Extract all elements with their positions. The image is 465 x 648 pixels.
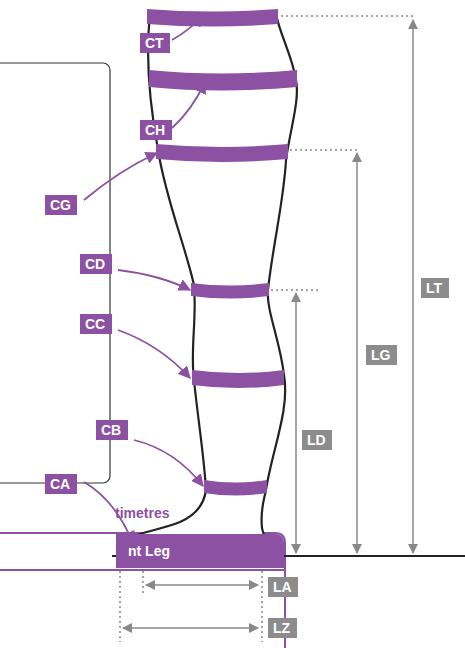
measure-tag: CH (140, 120, 172, 140)
measure-tag: CD (80, 254, 112, 274)
length-tag: LT (421, 278, 449, 298)
measure-tag: CC (80, 314, 112, 334)
length-tag: LG (366, 345, 397, 365)
measure-tag: CB (96, 420, 128, 440)
label-text: LT (426, 280, 444, 296)
length-tag: LD (302, 430, 332, 450)
leader-lines (84, 15, 205, 543)
label-text: LD (307, 432, 327, 448)
length-tag: LA (268, 577, 298, 597)
length-tag: LZ (268, 618, 297, 638)
label-text: CA (50, 476, 72, 492)
table-tab: nt Leg (116, 534, 284, 568)
measure-tag: CG (45, 195, 77, 215)
label-text: LZ (273, 620, 292, 636)
label-text: CT (145, 35, 165, 51)
label-text: CB (101, 422, 123, 438)
measure-bands (131, 9, 297, 564)
label-text: CD (85, 256, 107, 272)
leg-outline (127, 14, 297, 555)
label-text: CG (50, 197, 72, 213)
unit-note: timetres (115, 505, 169, 521)
table-border (0, 533, 285, 648)
label-text: nt Leg (128, 543, 272, 559)
label-text: LG (371, 347, 392, 363)
measure-tag: CT (140, 33, 170, 53)
measure-tag: CA (45, 474, 77, 494)
label-text: CC (85, 316, 107, 332)
label-text: LA (273, 579, 293, 595)
label-text: CH (145, 122, 167, 138)
